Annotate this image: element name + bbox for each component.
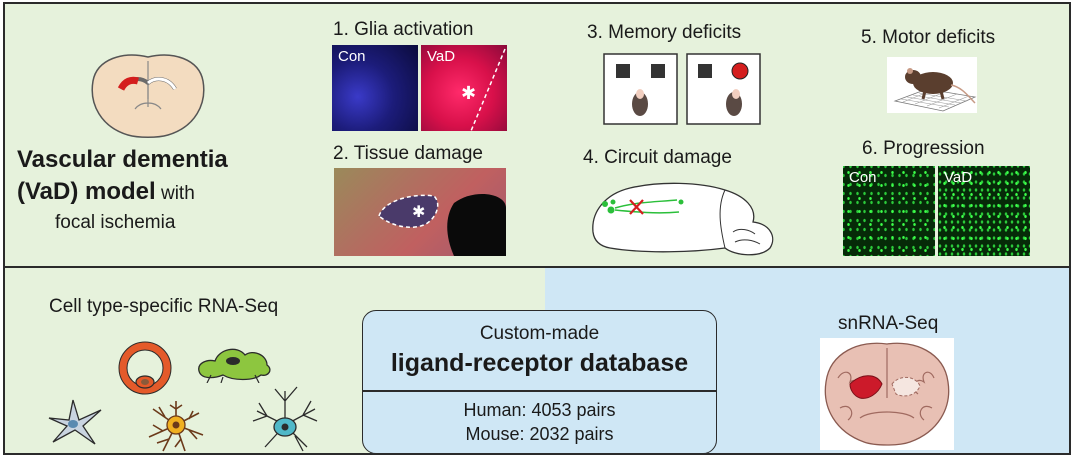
progression-vad-image: VaD [938,166,1030,256]
figure-frame: Vascular dementia (VaD) model with focal… [3,2,1071,455]
rna-seq-label: Cell type-specific RNA-Seq [49,296,279,317]
oligodendrocyte-cell-icon [252,386,318,452]
brain-coronal-icon [91,54,205,138]
progression-vad-tag: VaD [944,169,973,186]
mouse-brain-circuit-icon [592,182,774,256]
panel-label-glia: 1. Glia activation [333,19,474,40]
database-title: ligand-receptor database [390,349,689,377]
database-mouse-pairs: Mouse: 2032 pairs [465,424,614,444]
database-human-pairs: Human: 4053 pairs [463,400,616,420]
ligand-receptor-database-box: Custom-made ligand-receptor database Hum… [362,310,717,453]
panel-label-tissue: 2. Tissue damage [333,143,483,164]
model-title: Vascular dementia (VaD) model with [17,146,228,205]
glia-con-tag: Con [338,48,366,65]
lesion-star-icon: ✱ [412,204,426,221]
panel-label-motor: 5. Motor deficits [861,27,996,48]
panel-label-memory: 3. Memory deficits [587,22,742,43]
database-custom-label: Custom-made [479,323,600,344]
panel-label-circuit: 4. Circuit damage [583,147,732,168]
progression-con-tag: Con [849,169,877,186]
glia-vad-tag: VaD [427,48,456,65]
tissue-damage-image: ✱ [334,168,506,256]
human-brain-coronal-icon [820,338,954,450]
endothelial-cell-icon [118,341,172,395]
microglia-cell-icon [198,348,271,383]
novel-object-test-icon [603,53,761,125]
rat-grid-walk-icon [887,57,977,113]
panel-label-progression: 6. Progression [862,138,985,159]
snrna-seq-label: snRNA-Seq [838,313,939,334]
database-divider [363,390,716,392]
glia-con-image: Con [332,45,418,131]
lesion-star-icon: ✱ [461,83,477,103]
glia-vad-image: VaD ✱ [421,45,507,131]
progression-con-image: Con [843,166,935,256]
neuron-cell-icon [48,399,102,445]
astrocyte-cell-icon [148,401,204,452]
model-subtitle: focal ischemia [55,212,176,233]
